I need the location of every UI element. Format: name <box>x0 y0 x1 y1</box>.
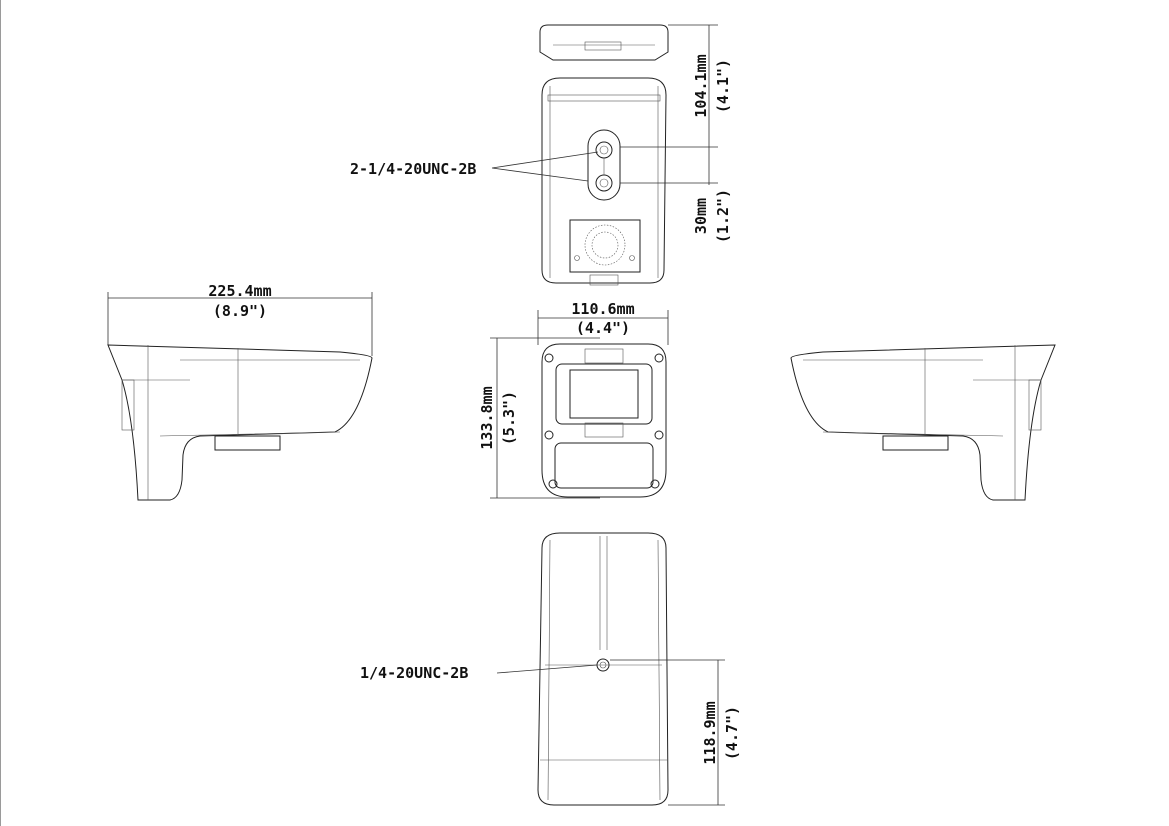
mount-spacing-dim-in: (1.2") <box>714 189 732 243</box>
length-dim-in: (8.9") <box>213 302 267 320</box>
bottom-offset-dim: 118.9mm <box>701 701 719 764</box>
left-side-view: 225.4mm (8.9") <box>107 282 373 501</box>
bottom-view: 1/4-20UNC-2B 118.9mm (4.7") <box>360 532 741 806</box>
bottom-mount-label: 1/4-20UNC-2B <box>360 664 468 682</box>
top-height-dim-in: (4.1") <box>714 59 732 113</box>
front-height-dim: 133.8mm <box>478 386 496 449</box>
top-view: 104.1mm (4.1") 30mm (1.2") 2-1/4-20UNC-2… <box>350 24 732 286</box>
front-height-dim-in: (5.3") <box>500 391 518 445</box>
page-edge <box>0 0 1 826</box>
front-view: 110.6mm (4.4") 133.8mm (5.3") <box>478 300 669 499</box>
width-dim: 110.6mm <box>571 300 634 318</box>
length-dim: 225.4mm <box>208 282 271 300</box>
right-side-view <box>790 344 1056 501</box>
top-mount-label: 2-1/4-20UNC-2B <box>350 160 476 178</box>
mount-spacing-dim: 30mm <box>692 198 710 234</box>
width-dim-in: (4.4") <box>576 319 630 337</box>
bottom-offset-dim-in: (4.7") <box>723 706 741 760</box>
top-height-dim: 104.1mm <box>692 54 710 117</box>
